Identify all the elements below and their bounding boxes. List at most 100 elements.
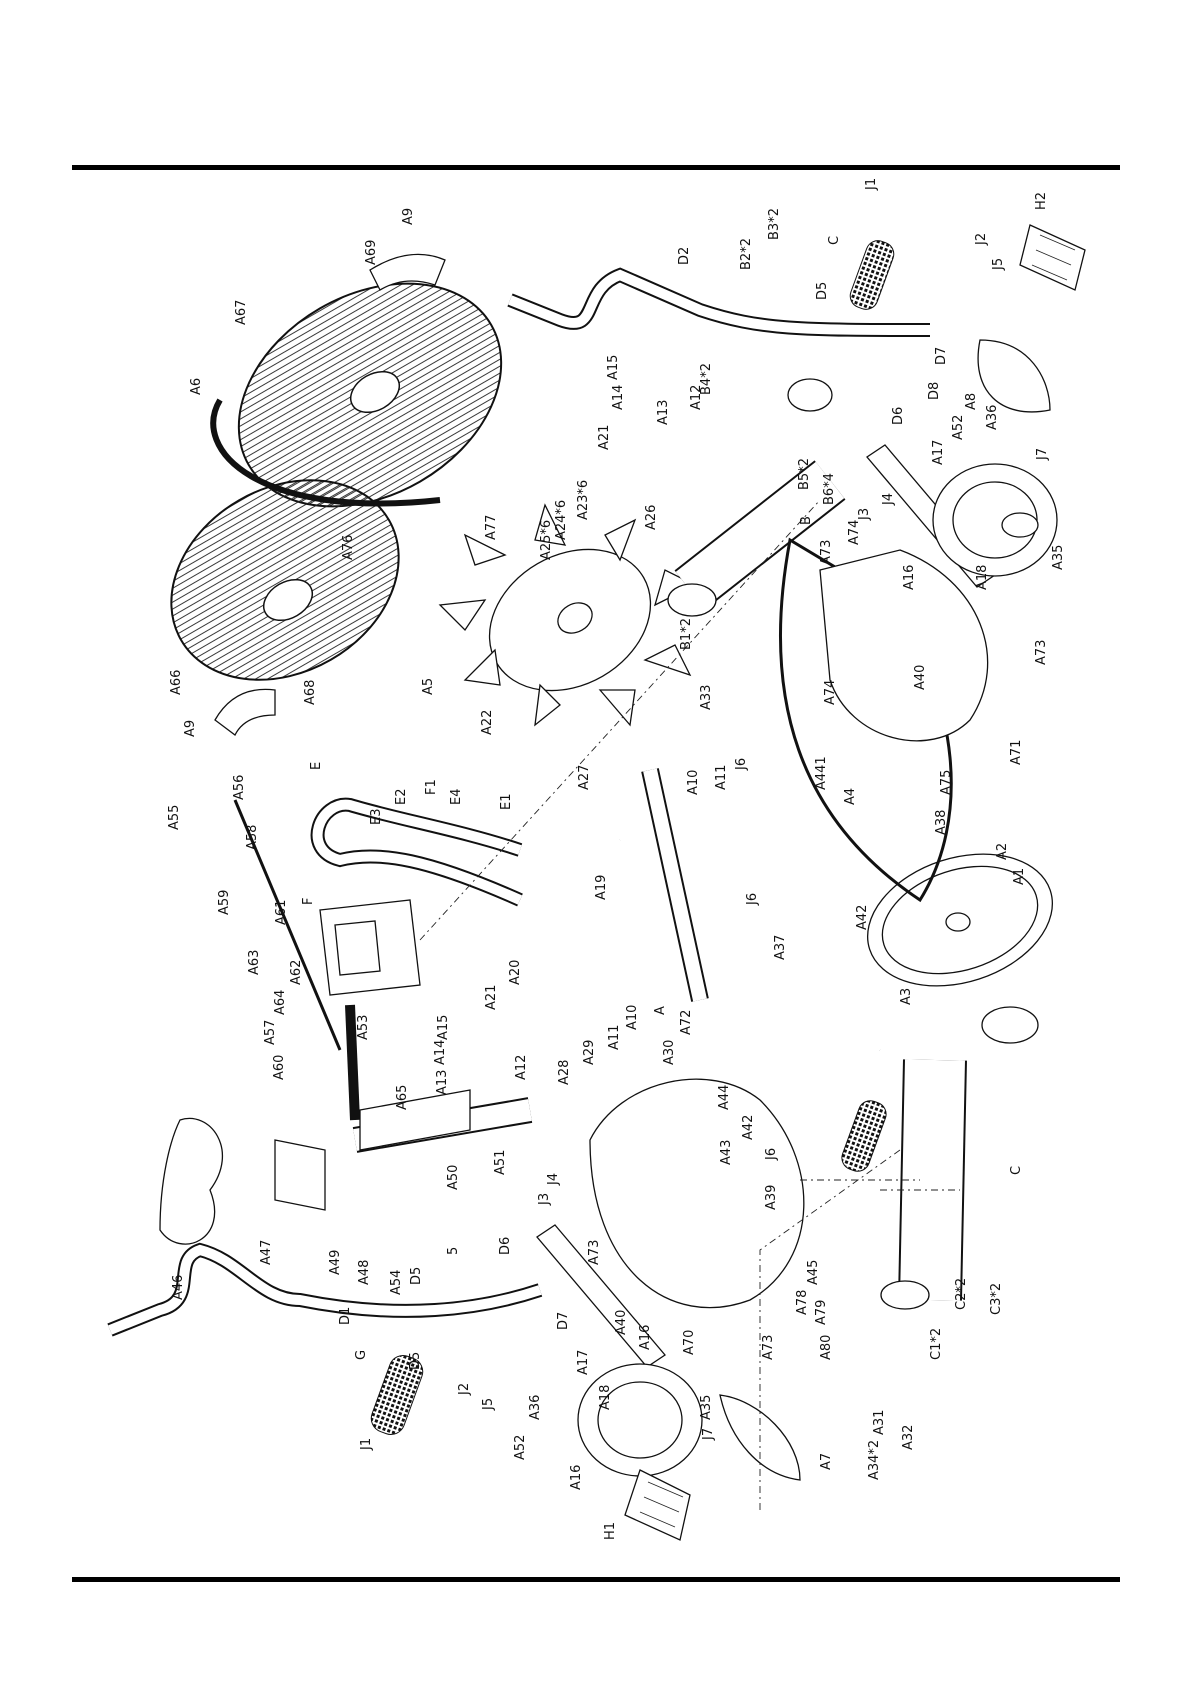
part-label-a42-mid: A42 — [741, 1115, 756, 1140]
part-label-a35-top: A35 — [1051, 545, 1066, 570]
part-label-a2: A2 — [995, 843, 1010, 860]
part-label-c-bottom: C — [1009, 1166, 1024, 1175]
part-label-a42-top: A42 — [855, 905, 870, 930]
part-label-a17-top: A17 — [931, 440, 946, 465]
part-label-a73-c: A73 — [587, 1240, 602, 1265]
part-label-a57: A57 — [263, 1020, 278, 1045]
part-label-a3: A3 — [899, 988, 914, 1005]
part-label-h2: H2 — [1034, 192, 1049, 210]
part-label-a23: A23*6 — [576, 480, 591, 520]
part-label-d7-low: D7 — [556, 1312, 571, 1330]
part-label-e4: E4 — [449, 789, 464, 806]
part-label-a11-mid: A11 — [607, 1025, 622, 1050]
seat-slider — [359, 1089, 471, 1151]
part-label-a32: A32 — [901, 1425, 916, 1450]
part-label-a15-top: A15 — [606, 355, 621, 380]
part-label-a78: A78 — [795, 1290, 810, 1315]
part-label-a9-top: A9 — [401, 208, 416, 225]
part-label-a74-b: A74 — [823, 680, 838, 705]
part-label-a10-top: A10 — [686, 770, 701, 795]
part-label-f1: F1 — [424, 779, 439, 795]
part-label-a4: A4 — [843, 788, 858, 805]
sprocket-guard-upper — [932, 463, 1058, 577]
part-label-a62: A62 — [289, 960, 304, 985]
part-label-a45: A45 — [806, 1260, 821, 1285]
part-label-a1: A1 — [1012, 868, 1027, 885]
part-label-j1-top: J1 — [864, 178, 879, 191]
part-label-a21-top: A21 — [597, 425, 612, 450]
seat-rail — [345, 1004, 360, 1121]
part-label-a39: A39 — [764, 1185, 779, 1210]
part-label-a40-top: A40 — [913, 665, 928, 690]
part-label-a36-top: A36 — [985, 405, 1000, 430]
part-label-d1: D1 — [338, 1307, 353, 1325]
fan-grille-rear — [170, 479, 400, 681]
part-label-j4-low: J4 — [546, 1173, 561, 1186]
grille-band — [210, 398, 441, 507]
part-label-a59: A59 — [217, 890, 232, 915]
part-label-a67: A67 — [234, 300, 249, 325]
bottom-rule — [72, 1577, 1120, 1582]
part-label-a43: A43 — [719, 1140, 734, 1165]
part-label-e3: E3 — [369, 809, 384, 826]
part-label-j3-top: J3 — [857, 508, 872, 521]
part-label-b6: B6*4 — [822, 473, 837, 505]
part-label-a22: A22 — [480, 710, 495, 735]
part-label-a52-top: A52 — [951, 415, 966, 440]
part-label-a46: A46 — [171, 1275, 186, 1300]
part-label-e: E — [309, 762, 324, 770]
part-labels: J1CB3*2B2*2D2D5J2J5H2D7D6D8A8A36A52J7A17… — [167, 178, 1066, 1540]
part-label-a12-mid: A12 — [514, 1055, 529, 1080]
part-label-a29: A29 — [582, 1040, 597, 1065]
part-label-a50: A50 — [446, 1165, 461, 1190]
part-label-a12-top: A12 — [689, 385, 704, 410]
chain-guard-lower — [589, 1078, 805, 1309]
part-label-a40-low: A40 — [614, 1310, 629, 1335]
part-label-a16-lowest: A16 — [569, 1465, 584, 1490]
grille-clip-top — [369, 253, 446, 291]
part-label-j3-low: J3 — [537, 1193, 552, 1206]
part-label-a: A — [653, 1006, 668, 1015]
part-label-j6-low: J6 — [764, 1148, 779, 1161]
part-label-a11-top: A11 — [714, 765, 729, 790]
cover-a8 — [977, 339, 1051, 413]
part-label-a16-low: A16 — [638, 1325, 653, 1350]
part-label-a8: A8 — [964, 393, 979, 410]
part-label-a33: A33 — [699, 685, 714, 710]
part-label-a19: A19 — [594, 875, 609, 900]
part-label-c3: C3*2 — [989, 1283, 1004, 1315]
part-label-a34: A34*2 — [867, 1440, 882, 1480]
part-label-a66: A66 — [169, 670, 184, 695]
part-label-a15-mid: A15 — [436, 1015, 451, 1040]
part-label-a25: A25*6 — [539, 520, 554, 560]
part-label-a17-low: A17 — [576, 1350, 591, 1375]
grip-g — [370, 1355, 424, 1435]
part-label-a7: A7 — [819, 1453, 834, 1470]
part-label-a14-mid: A14 — [433, 1040, 448, 1065]
part-label-a71: A71 — [1009, 740, 1024, 765]
part-label-a9-bottom: A9 — [183, 720, 198, 737]
part-label-a73-b: A73 — [1034, 640, 1049, 665]
part-label-a18-top: A18 — [975, 565, 990, 590]
part-label-a28: A28 — [557, 1060, 572, 1085]
part-label-j5-top: J5 — [991, 258, 1006, 271]
part-label-e1: E1 — [499, 794, 514, 811]
grip-lower-right — [841, 1100, 887, 1172]
part-label-a44: A44 — [717, 1085, 732, 1110]
sprocket-guard-lower — [577, 1363, 703, 1477]
part-label-d6-top: D6 — [891, 407, 906, 425]
part-label-a61: A61 — [274, 900, 289, 925]
part-label-a77: A77 — [484, 515, 499, 540]
part-label-j4-top: J4 — [881, 493, 896, 506]
part-label-a73-d: A73 — [761, 1335, 776, 1360]
part-label-a21-mid: A21 — [484, 985, 499, 1010]
part-label-a65: A65 — [395, 1085, 410, 1110]
part-label-a80: A80 — [819, 1335, 834, 1360]
part-artwork — [107, 224, 1086, 1541]
part-label-h1: H1 — [603, 1522, 618, 1540]
part-label-c2: C2*2 — [954, 1278, 969, 1310]
part-label-a58: A58 — [245, 825, 260, 850]
part-label-b1: B1*2 — [679, 618, 694, 650]
part-label-c-top: C — [827, 236, 842, 245]
